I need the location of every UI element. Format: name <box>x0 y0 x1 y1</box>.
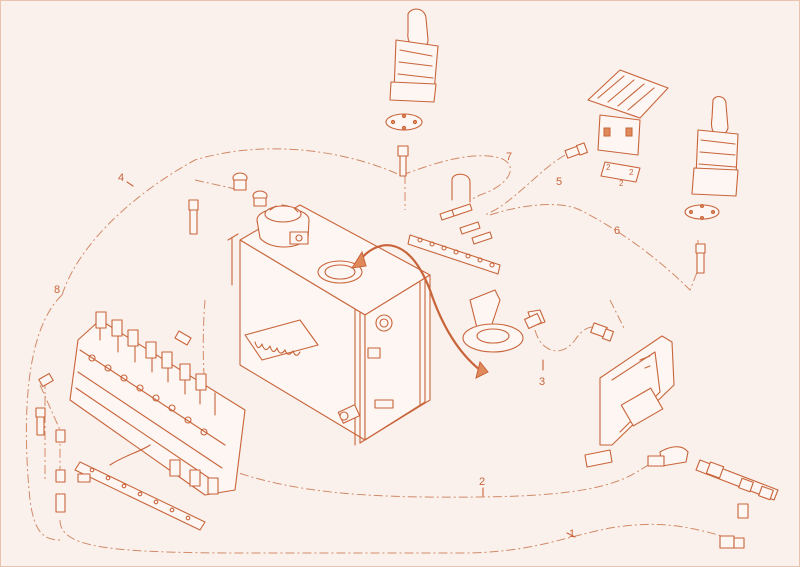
fittings-top-left <box>188 172 268 235</box>
pedal-bracket-label-a: 2 <box>606 163 611 172</box>
callout-7: 7 <box>506 151 512 163</box>
fittings-top-right <box>564 142 589 159</box>
hose-4 <box>25 294 63 541</box>
hose-short-b <box>194 179 241 191</box>
cylinder-assembly <box>647 446 779 549</box>
callout-2: 2 <box>479 476 485 488</box>
valve-spools <box>95 311 207 391</box>
joystick-icon <box>385 8 439 177</box>
pedal-icon: 2 2 2 <box>587 69 669 188</box>
callout-4-leader <box>126 181 134 187</box>
joystick-icon-right <box>684 95 739 274</box>
valve-block-icon <box>69 311 246 496</box>
gasket-strip <box>74 444 206 531</box>
flow-arrows <box>351 244 489 379</box>
callout-6: 6 <box>614 225 620 237</box>
pedal-bracket-label-b: 2 <box>629 168 634 177</box>
hose-4b <box>61 148 401 296</box>
callout-labels: 1 2 3 4 5 6 7 8 <box>54 151 620 540</box>
callout-5: 5 <box>556 176 562 188</box>
hose-5 <box>484 154 566 216</box>
filter-icon <box>256 204 310 248</box>
mount-bracket-icon <box>584 322 675 468</box>
bolt-set <box>407 203 501 275</box>
hose-short-c <box>609 299 626 331</box>
callout-8: 8 <box>54 284 60 296</box>
u-bolt <box>451 173 471 203</box>
hose-valve <box>39 380 61 480</box>
callout-3: 3 <box>539 376 545 388</box>
hose-7 <box>401 155 511 201</box>
fitting-near-strainer <box>523 312 543 330</box>
callout-1: 1 <box>569 528 575 540</box>
tank-icon <box>227 204 431 446</box>
callout-4: 4 <box>118 172 124 184</box>
hose-6 <box>489 204 699 291</box>
hose-routes <box>25 148 736 554</box>
fittings-left <box>35 330 192 513</box>
hose-3 <box>534 326 601 352</box>
hose-1 <box>59 519 736 554</box>
callout-1-leader <box>566 532 576 538</box>
pedal-bracket-label-c: 2 <box>619 179 624 188</box>
